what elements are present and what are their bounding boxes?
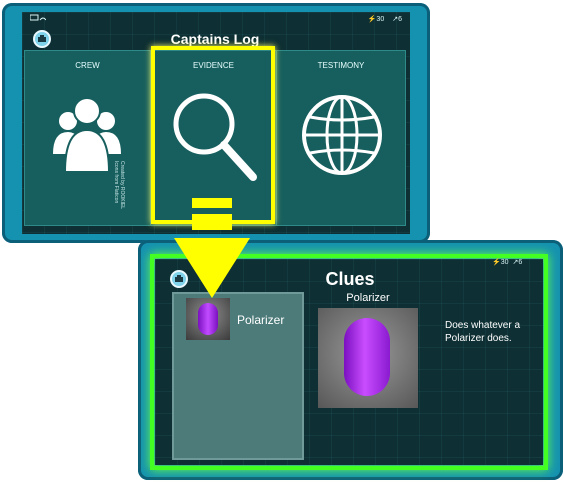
clues-title: Clues: [325, 269, 375, 289]
crew-icon: [53, 97, 121, 172]
top-status-bar: ⚡30 ↗6: [29, 14, 402, 24]
detail-title: Polarizer: [346, 292, 390, 304]
battery-icon: ⚡: [367, 16, 377, 23]
battery-value-2: 30: [500, 259, 509, 266]
battery-status-2: ⚡30: [492, 258, 509, 266]
signal-value-2: 6: [518, 259, 523, 266]
page-title: Captains Log: [170, 31, 260, 47]
signal-status-2: ↗6: [513, 258, 523, 266]
card-crew[interactable]: CREW Created by ROOKIEL Icons from Flati…: [24, 50, 151, 226]
home-button[interactable]: [33, 30, 51, 48]
credit-text: Created by ROOKIEL Icons from Flaticon: [113, 161, 125, 209]
polarizer-icon: [198, 303, 218, 335]
bottom-window-glow: [150, 254, 548, 470]
wifi-icon: [29, 14, 47, 24]
card-evidence[interactable]: EVIDENCE: [150, 50, 277, 226]
clue-preview: [318, 308, 418, 408]
home-button-2[interactable]: [170, 270, 188, 288]
polarizer-large-icon: [344, 318, 390, 396]
transition-arrow-icon: [172, 194, 252, 300]
battery-value: 30: [376, 16, 385, 23]
battery-icon: ⚡: [492, 259, 501, 266]
card-testimony[interactable]: TESTIMONY: [276, 50, 406, 226]
battery-status: ⚡30: [368, 15, 385, 23]
signal-icon: ↗: [392, 16, 399, 23]
signal-icon: ↗: [512, 259, 519, 266]
list-item-label: Polarizer: [237, 313, 285, 327]
card-label-crew: CREW: [75, 61, 100, 70]
credit-line-2: Icons from Flaticon: [113, 161, 119, 204]
magnifier-icon: [173, 93, 257, 181]
clue-description: Does whatever a Polarizer does.: [445, 320, 521, 344]
signal-status: ↗6: [392, 15, 402, 23]
card-label-evidence: EVIDENCE: [193, 61, 234, 70]
signal-value: 6: [398, 16, 402, 23]
card-label-testimony: TESTIMONY: [317, 61, 365, 70]
globe-icon: [302, 95, 382, 175]
list-item[interactable]: Polarizer: [186, 298, 296, 342]
clue-thumbnail: [186, 298, 230, 340]
credit-line-1: Created by ROOKIEL: [119, 161, 125, 210]
bottom-status-bar: ⚡30 ↗6: [492, 258, 522, 266]
